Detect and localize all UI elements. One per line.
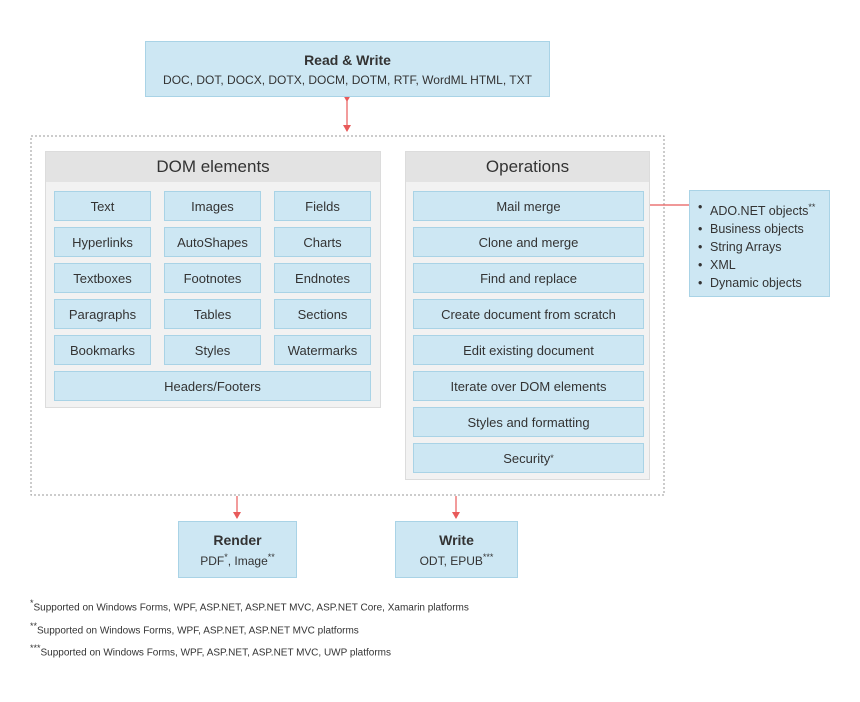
operation-find-and-replace: Find and replace [413,263,644,293]
dom-cell-styles: Styles [164,335,261,365]
dom-cell-textboxes: Textboxes [54,263,151,293]
dom-cell-watermarks: Watermarks [274,335,371,365]
operation-security: Security* [413,443,644,473]
data-source-item: Business objects [698,220,829,238]
dom-cell-headers-footers: Headers/Footers [54,371,371,401]
render-title: Render [213,531,262,548]
dom-cell-charts: Charts [274,227,371,257]
data-source-item: String Arrays [698,238,829,256]
render-box: Render PDF*, Image** [178,521,297,578]
data-sources-list: ADO.NET objects**Business objectsString … [698,198,829,292]
data-sources-box: ADO.NET objects**Business objectsString … [689,190,830,297]
read-write-box: Read & Write DOC, DOT, DOCX, DOTX, DOCM,… [145,41,550,97]
operation-styles-and-formatting: Styles and formatting [413,407,644,437]
dom-cell-fields: Fields [274,191,371,221]
write-formats: ODT, EPUB*** [419,551,494,568]
dom-cell-hyperlinks: Hyperlinks [54,227,151,257]
render-formats: PDF*, Image** [200,551,275,568]
dom-cell-footnotes: Footnotes [164,263,261,293]
footnote-2: **Supported on Windows Forms, WPF, ASP.N… [30,621,359,637]
dom-cell-images: Images [164,191,261,221]
dom-cell-text: Text [54,191,151,221]
operation-clone-and-merge: Clone and merge [413,227,644,257]
footnote-1: *Supported on Windows Forms, WPF, ASP.NE… [30,598,469,614]
dom-elements-title: DOM elements [46,152,380,182]
dom-cell-bookmarks: Bookmarks [54,335,151,365]
footnote-3: ***Supported on Windows Forms, WPF, ASP.… [30,643,392,659]
write-title: Write [439,531,474,548]
data-source-item: ADO.NET objects** [698,198,829,220]
dom-cell-endnotes: Endnotes [274,263,371,293]
read-write-title: Read & Write [304,51,391,68]
read-write-formats: DOC, DOT, DOCX, DOTX, DOCM, DOTM, RTF, W… [163,72,532,87]
dom-cell-autoshapes: AutoShapes [164,227,261,257]
data-source-item: Dynamic objects [698,274,829,292]
operation-mail-merge: Mail merge [413,191,644,221]
operation-iterate-over-dom-elements: Iterate over DOM elements [413,371,644,401]
operations-title: Operations [406,152,649,182]
operation-create-document-from-scratch: Create document from scratch [413,299,644,329]
dom-cell-tables: Tables [164,299,261,329]
library-dashed-border [30,135,665,496]
write-box: Write ODT, EPUB*** [395,521,518,578]
dom-cell-paragraphs: Paragraphs [54,299,151,329]
operation-edit-existing-document: Edit existing document [413,335,644,365]
data-source-item: XML [698,256,829,274]
dom-cell-sections: Sections [274,299,371,329]
